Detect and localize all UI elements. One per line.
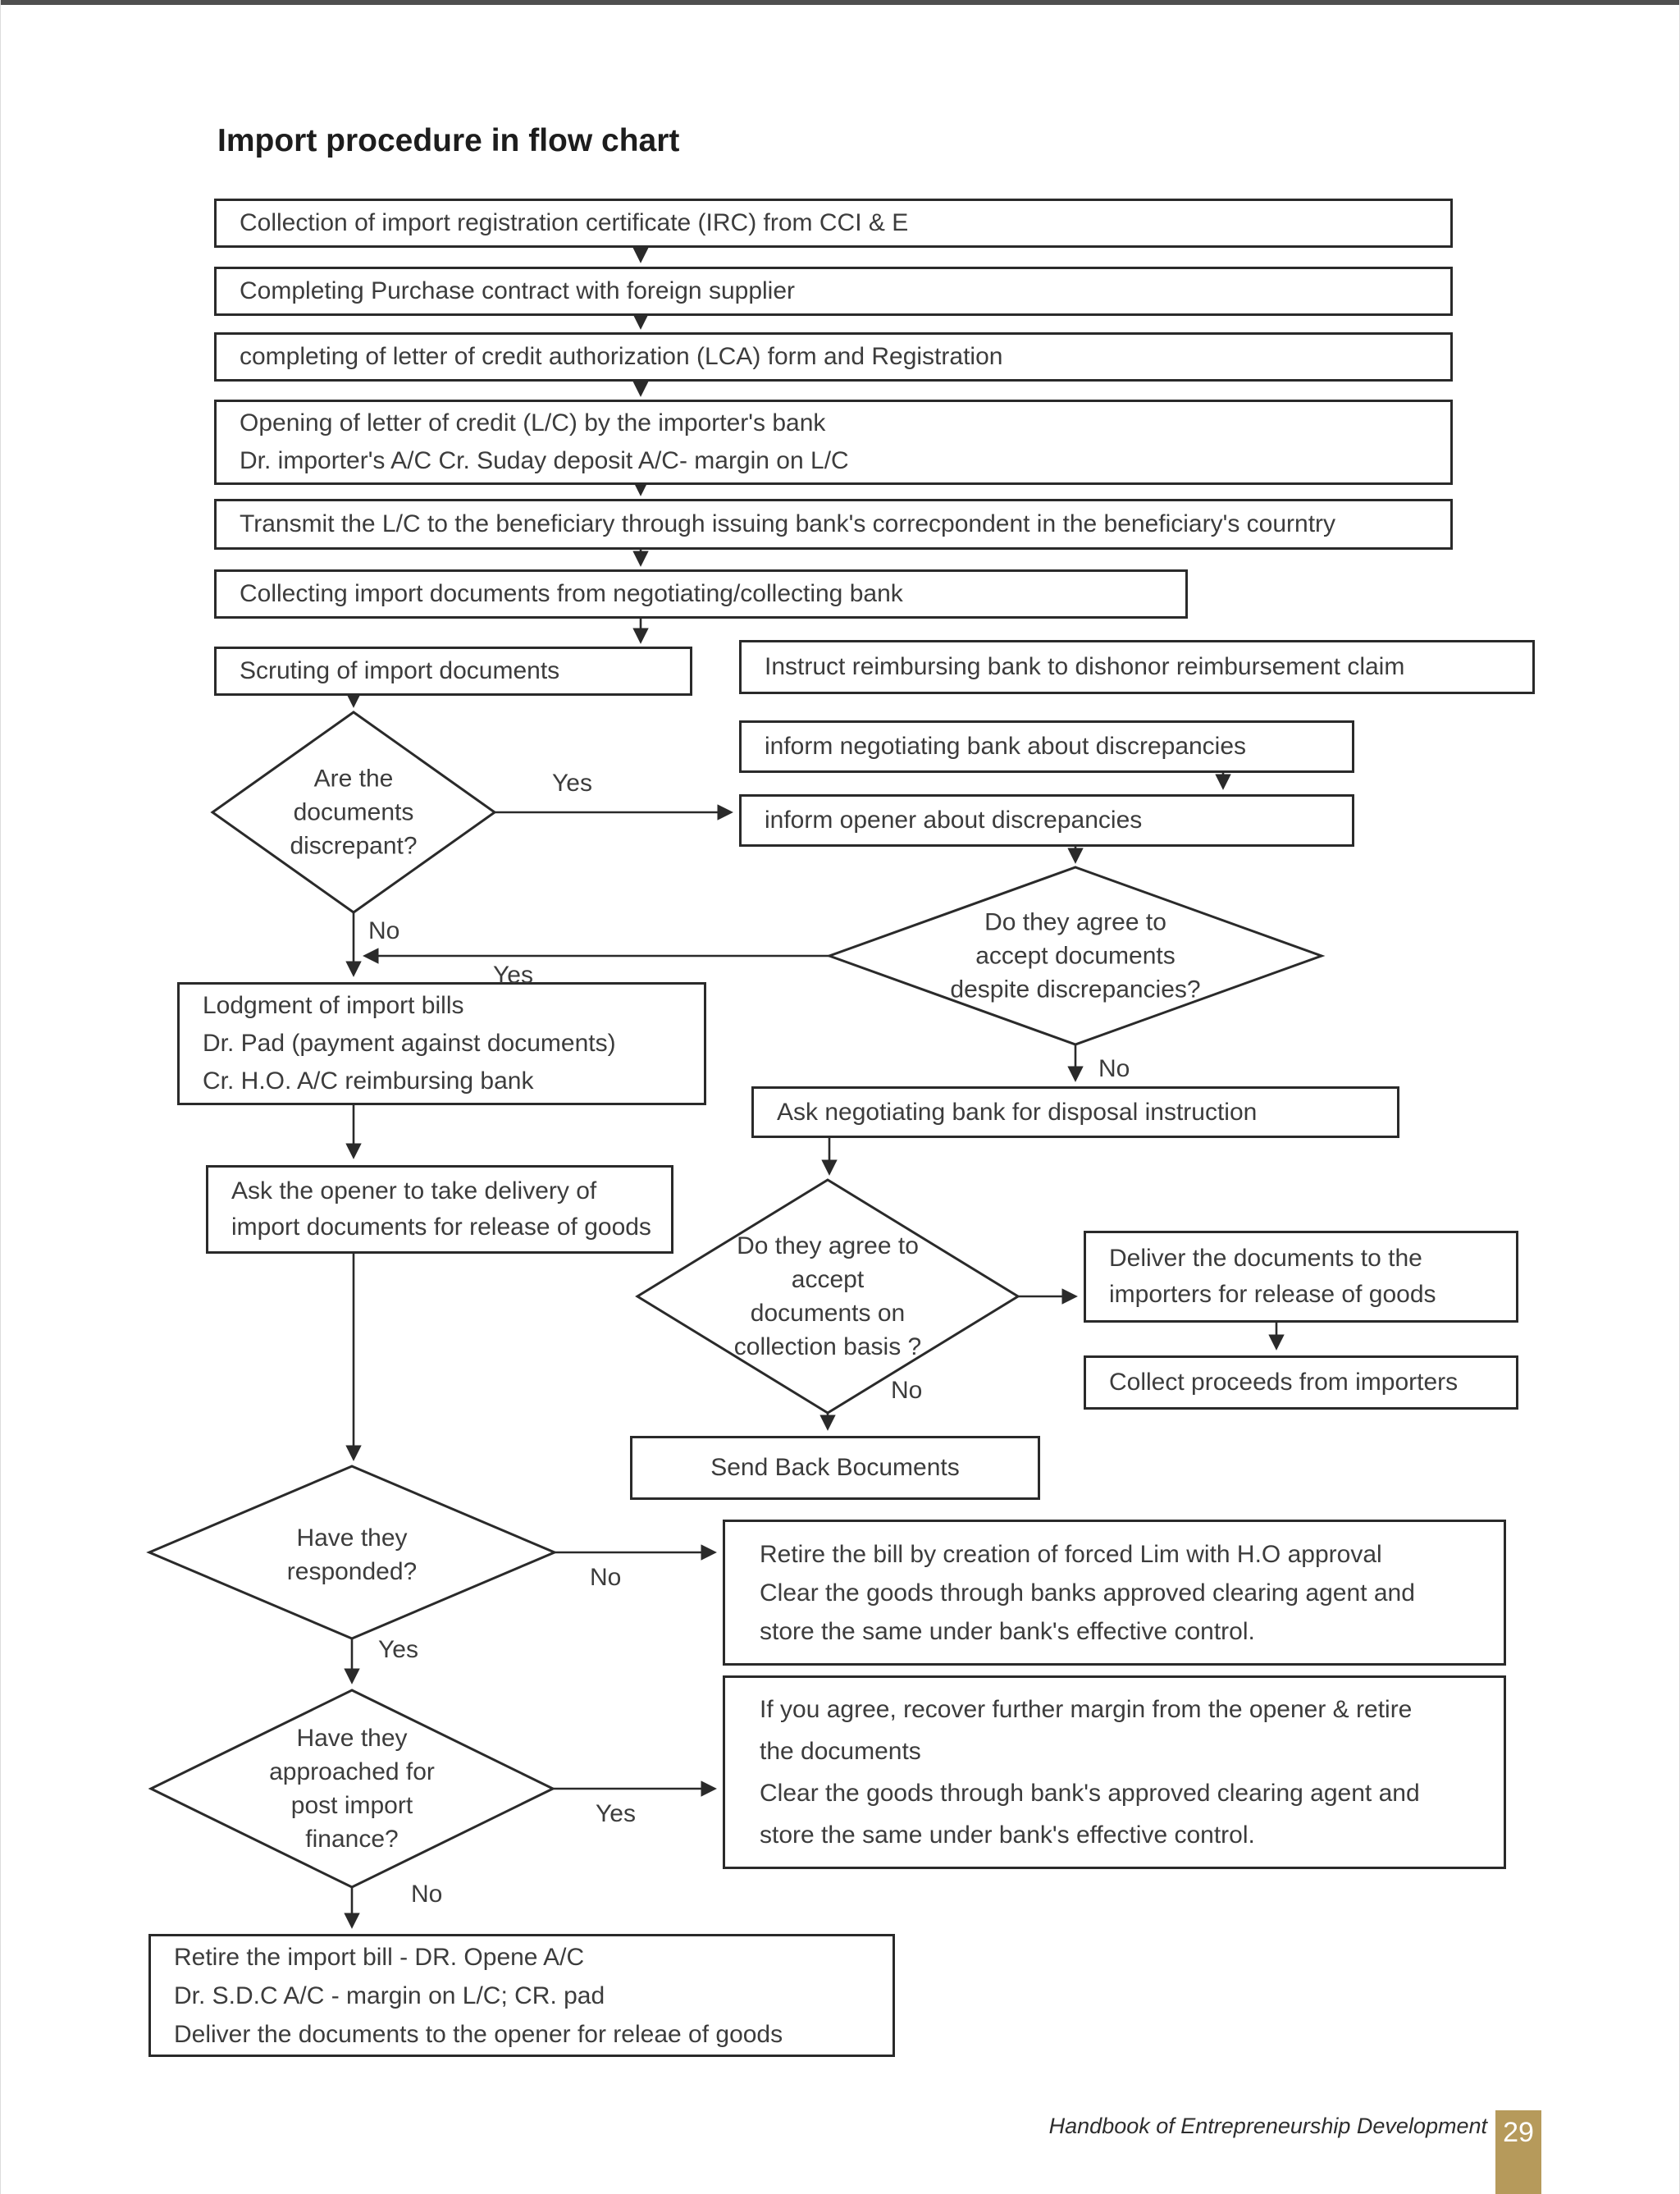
node-line: Opening of letter of credit (L/C) by the… [240, 409, 826, 437]
node-line: Retire the import bill - DR. Opene A/C [174, 1943, 585, 1971]
node-line: importers for release of goods [1109, 1281, 1436, 1308]
decision-line: collection basis ? [733, 1333, 922, 1360]
node-line: Dr. Pad (payment against documents) [203, 1030, 616, 1057]
decision-label-post-import-finance: Have they approached for post import fin… [269, 1721, 435, 1856]
decision-diamond-discrepant [210, 711, 497, 914]
node-line: Retire the bill by creation of forced Li… [760, 1540, 1382, 1568]
branch-label-responded-no: No [590, 1564, 622, 1591]
node-line: Deliver the documents to the opener for … [174, 2020, 783, 2048]
branch-label-discrepant-no: No [368, 917, 400, 944]
branch-label-agree-collection-no: No [891, 1377, 923, 1404]
decision-line: approached for [269, 1758, 435, 1785]
decision-line: discrepant? [290, 832, 418, 860]
node-line: Cr. H.O. A/C reimbursing bank [203, 1067, 534, 1095]
node-line: Ask the opener to take delivery of [231, 1177, 597, 1204]
node-line: store the same under bank's effective co… [760, 1821, 1255, 1849]
page-title: Import procedure in flow chart [217, 123, 680, 158]
node-deliver-documents: Deliver the documents to the importers f… [1084, 1231, 1518, 1323]
branch-label-agree-despite-no: No [1098, 1055, 1130, 1082]
decision-label-agree-collection: Do they agree to accept documents on col… [734, 1229, 921, 1364]
node-purchase-contract: Completing Purchase contract with foreig… [214, 267, 1453, 316]
node-lca-form: completing of letter of credit authoriza… [214, 332, 1453, 382]
decision-line: finance? [305, 1826, 399, 1853]
decision-line: accept [791, 1266, 865, 1293]
node-recover-margin: If you agree, recover further margin fro… [723, 1675, 1506, 1869]
node-line: If you agree, recover further margin fro… [760, 1696, 1413, 1723]
decision-line: documents [293, 798, 414, 826]
node-line: Dr. importer's A/C Cr. Suday deposit A/C… [240, 447, 849, 474]
decision-line: post import [290, 1792, 413, 1819]
node-ask-negotiating: Ask negotiating bank for disposal instru… [751, 1086, 1399, 1138]
branch-label-responded-yes: Yes [378, 1636, 418, 1663]
node-instruct-reimbursing: Instruct reimbursing bank to dishonor re… [739, 640, 1535, 694]
node-inform-negotiating: inform negotiating bank about discrepanc… [739, 720, 1354, 773]
node-lodgment: Lodgment of import bills Dr. Pad (paymen… [177, 982, 706, 1105]
decision-label-responded: Have they responded? [287, 1521, 417, 1588]
node-line: Clear the goods through bank's approved … [760, 1780, 1420, 1807]
node-inform-opener: inform opener about discrepancies [739, 794, 1354, 847]
decision-diamond-agree-despite [825, 866, 1326, 1046]
decision-diamond-responded [146, 1465, 558, 1640]
node-line: Dr. S.D.C A/C - margin on L/C; CR. pad [174, 1981, 605, 2009]
node-opening-lc: Opening of letter of credit (L/C) by the… [214, 400, 1453, 485]
footer-book-title: Handbook of Entrepreneurship Development [1048, 2114, 1487, 2138]
node-ask-opener: Ask the opener to take delivery of impor… [206, 1165, 673, 1254]
branch-label-discrepant-yes: Yes [552, 770, 592, 797]
node-collect-proceeds: Collect proceeds from importers [1084, 1355, 1518, 1410]
decision-line: Do they agree to [737, 1232, 919, 1259]
decision-diamond-post-import-finance [148, 1689, 556, 1889]
node-line: store the same under bank's effective co… [760, 1617, 1255, 1645]
node-line: Deliver the documents to the [1109, 1245, 1422, 1272]
decision-line: Do they agree to [984, 908, 1166, 936]
node-line: Clear the goods through banks approved c… [760, 1579, 1415, 1607]
decision-line: despite discrepancies? [950, 976, 1201, 1003]
decision-label-discrepant: Are the documents discrepant? [290, 762, 417, 863]
node-send-back-documents: Send Back Bocuments [630, 1436, 1040, 1500]
node-line: import documents for release of goods [231, 1214, 651, 1241]
node-retire-forced-lim: Retire the bill by creation of forced Li… [723, 1520, 1506, 1666]
page-top-bar [1, 0, 1679, 5]
node-scruting-documents: Scruting of import documents [214, 647, 692, 696]
decision-line: Have they [296, 1524, 408, 1552]
node-line: the documents [760, 1738, 921, 1765]
node-collection-irc: Collection of import registration certif… [214, 199, 1453, 248]
decision-line: Are the [313, 765, 394, 793]
decision-line: documents on [750, 1300, 906, 1327]
decision-line: Have they [296, 1725, 408, 1752]
node-retire-import-bill: Retire the import bill - DR. Opene A/C D… [148, 1934, 895, 2057]
decision-diamond-agree-collection [635, 1178, 1020, 1415]
decision-line: responded? [286, 1558, 418, 1585]
branch-label-agree-despite-yes: Yes [493, 962, 533, 989]
branch-label-post-import-yes: Yes [596, 1800, 636, 1827]
node-transmit-lc: Transmit the L/C to the beneficiary thro… [214, 499, 1453, 550]
decision-label-agree-despite: Do they agree to accept documents despit… [950, 906, 1200, 1007]
branch-label-post-import-no: No [411, 1881, 443, 1908]
node-line: Lodgment of import bills [203, 992, 464, 1019]
decision-line: accept documents [975, 942, 1176, 970]
node-collecting-documents: Collecting import documents from negotia… [214, 569, 1188, 619]
page-number-badge: 29 [1495, 2110, 1541, 2194]
